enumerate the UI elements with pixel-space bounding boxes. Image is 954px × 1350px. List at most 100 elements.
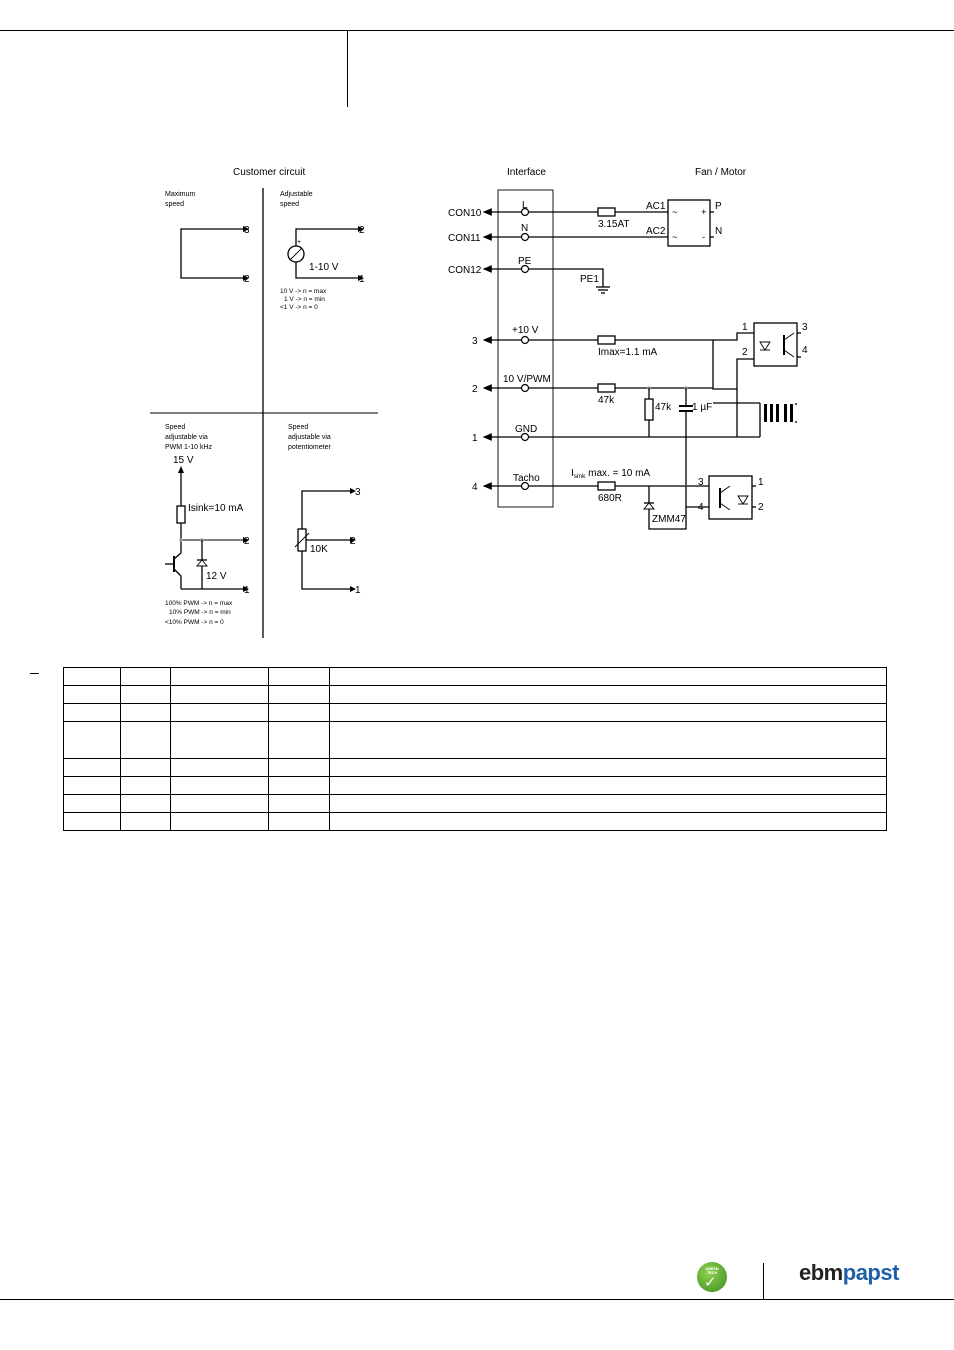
max-speed-pin3: 3: [244, 225, 250, 236]
svg-text:~: ~: [672, 207, 678, 218]
table-cell: [63, 685, 121, 704]
header-divider: [347, 30, 348, 107]
header-rule: [0, 30, 954, 31]
table-cell: [120, 685, 171, 704]
max-speed-label-1: Maximum: [165, 191, 196, 198]
svg-text:1: 1: [742, 322, 748, 333]
con11-label: CON11: [448, 233, 481, 244]
green-tech-badge: GREEN TECH ✓: [697, 1262, 727, 1292]
pin-2: 2: [472, 384, 478, 395]
table-cell: [170, 685, 269, 704]
table-cell: [329, 667, 887, 686]
adjustable-speed-pin1: 1: [359, 274, 365, 285]
pot-pin1: 1: [355, 585, 361, 596]
table-cell: [63, 703, 121, 722]
svg-text:~: ~: [672, 232, 678, 243]
table-cell: [329, 721, 887, 759]
table-row: [63, 812, 887, 831]
table-marker: [30, 673, 39, 674]
pwm-label-2: adjustable via: [165, 434, 208, 441]
table-cell: [63, 667, 121, 686]
pin-pe: PE: [518, 256, 532, 267]
table-cell: [268, 685, 330, 704]
pot-label-3: potentiometer: [288, 444, 331, 451]
table-cell: [120, 667, 171, 686]
table-cell: [170, 667, 269, 686]
footer-rule: [0, 1299, 954, 1300]
pwm-label-3: PWM 1-10 kHz: [165, 444, 213, 451]
pwm-note-3: <10% PWM -> n = 0: [165, 619, 224, 626]
table-cell: [120, 812, 171, 831]
svg-text:+: +: [297, 239, 301, 246]
zener-label: ZMM47: [652, 514, 686, 525]
pot-value: 10K: [310, 544, 328, 555]
footer-divider: [763, 1263, 764, 1299]
pot-pin2: 2: [350, 536, 356, 547]
optocoupler-bottom: 3 4 1 2: [698, 475, 764, 520]
table-cell: [170, 812, 269, 831]
adjustable-speed-label-2: speed: [280, 201, 299, 208]
pwm-pin2: 2: [244, 536, 250, 547]
svg-text:4: 4: [698, 502, 704, 513]
pin-tacho: Tacho: [513, 473, 540, 484]
con12-label: CON12: [448, 265, 482, 276]
pot-label-1: Speed: [288, 424, 308, 431]
pin-10v: +10 V: [512, 325, 539, 336]
r680-label: 680R: [598, 493, 622, 504]
ac1-label: AC1: [646, 201, 666, 212]
table-row: [63, 776, 887, 795]
table-cell: [170, 721, 269, 759]
isolation-transformer: [713, 389, 797, 437]
table-row: [63, 685, 887, 704]
table-row: [63, 667, 887, 686]
table-cell: [329, 703, 887, 722]
pot-speed-circuit: Speed adjustable via potentiometer 3 2 1…: [288, 424, 361, 596]
table-cell: [329, 685, 887, 704]
cap-label: 1 µF: [692, 402, 712, 413]
adjustable-note-3: <1 V -> n = 0: [280, 304, 318, 311]
max-speed-circuit: Maximum speed 3 2: [165, 191, 250, 285]
table-cell: [268, 721, 330, 759]
specification-table: [63, 667, 887, 831]
max-speed-pin2: 2: [244, 274, 250, 285]
pwm-label-1: Speed: [165, 424, 185, 431]
max-speed-label-2: speed: [165, 201, 184, 208]
pwm-zener: 12 V: [206, 571, 227, 582]
table-cell: [63, 812, 121, 831]
adjustable-speed-voltage: 1-10 V: [309, 262, 339, 273]
svg-text:+: +: [701, 207, 707, 218]
r47k-shunt-label: 47k: [655, 402, 672, 413]
table-cell: [329, 758, 887, 777]
svg-text:-: -: [702, 232, 705, 243]
table-cell: [170, 758, 269, 777]
interface-block: CON10 CON11 CON12 3 2 1 4 L N PE +10 V 1…: [448, 189, 760, 530]
table-cell: [120, 703, 171, 722]
pwm-note-2: 10% PWM -> n = min: [169, 609, 231, 616]
con10-label: CON10: [448, 208, 482, 219]
interface-title: Interface: [507, 167, 546, 178]
connection-diagram: Customer circuit Interface Fan / Motor M…: [150, 167, 808, 638]
checkmark-icon: ✓: [704, 1274, 717, 1291]
table-cell: [268, 667, 330, 686]
svg-text:2: 2: [742, 347, 748, 358]
svg-text:2: 2: [758, 502, 764, 513]
table-cell: [63, 794, 121, 813]
green-tech-text: GREEN TECH: [705, 1267, 719, 1275]
table-cell: [120, 794, 171, 813]
pwm-note-1: 100% PWM -> n = max: [165, 600, 233, 607]
r47k-series-label: 47k: [598, 395, 615, 406]
table-cell: [329, 776, 887, 795]
table-cell: [268, 758, 330, 777]
fan-motor-title: Fan / Motor: [695, 167, 747, 178]
pin-l: L: [522, 200, 528, 211]
customer-circuit-title: Customer circuit: [233, 167, 305, 178]
adjustable-speed-label-1: Adjustable: [280, 191, 313, 198]
table-cell: [329, 794, 887, 813]
adjustable-note-1: 10 V -> n = max: [280, 288, 327, 295]
table-cell: [268, 794, 330, 813]
pwm-current: Isink=10 mA: [188, 503, 244, 514]
ebmpapst-logo: ebmpapst: [799, 1260, 899, 1285]
pwm-speed-circuit: Speed adjustable via PWM 1-10 kHz 15 V I…: [165, 424, 250, 626]
table-cell: [268, 812, 330, 831]
svg-text:4: 4: [802, 345, 808, 356]
